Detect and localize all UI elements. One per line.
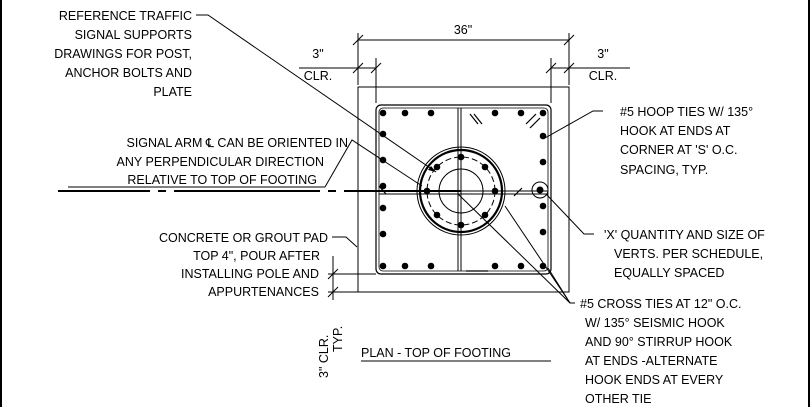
svg-text:HOOK AT ENDS AT: HOOK AT ENDS AT [620,124,731,138]
rebar-dot [379,262,387,270]
signal-arm-note: SIGNAL ARM ℄ CAN BE ORIENTED IN ANY PERP… [117,136,348,187]
svg-text:CORNER AT 'S' O.C.: CORNER AT 'S' O.C. [620,143,738,157]
rebar-dot [379,230,387,238]
svg-text:'X' QUANTITY AND SIZE OF: 'X' QUANTITY AND SIZE OF [604,228,765,242]
rebar-dot [379,109,387,117]
svg-text:PLATE: PLATE [153,85,192,99]
dimension-36: 36" [454,23,472,37]
rebar-dot [491,109,499,117]
rebar-dot [539,158,547,166]
svg-text:#5 CROSS TIES AT 12" O.C.: #5 CROSS TIES AT 12" O.C. [580,297,741,311]
vertical-rebar-bars [379,109,547,270]
rebar-dot [379,204,387,212]
concrete-pad-note: CONCRETE OR GROUT PAD TOP 4", POUR AFTER… [159,231,328,299]
cross-tie-vertical-hooks [466,113,488,272]
rebar-dot [539,132,547,140]
rebar-dot [539,109,547,117]
dimension-clear-bottom [327,256,376,300]
clear-left-label: CLR. [304,69,332,83]
drawing-title: PLAN - TOP OF FOOTING [361,346,511,360]
rebar-dot [379,130,387,138]
svg-text:DRAWINGS FOR POST,: DRAWINGS FOR POST, [54,47,192,61]
svg-text:OTHER TIE: OTHER TIE [585,392,651,406]
dimension-clear-left [299,58,382,103]
hoop-ties-note: #5 HOOP TIES W/ 135° HOOK AT ENDS AT COR… [620,105,753,177]
clear-left-value: 3" [312,47,323,61]
clear-bottom-label: TYP. [331,326,345,352]
arrowhead [428,166,436,172]
callout-vert-circle [531,181,549,199]
svg-text:AND 90° STIRRUP HOOK: AND 90° STIRRUP HOOK [585,335,733,349]
clear-right-label: CLR. [589,69,617,83]
svg-text:RELATIVE TO TOP OF FOOTING: RELATIVE TO TOP OF FOOTING [127,173,317,187]
svg-text:REFERENCE TRAFFIC: REFERENCE TRAFFIC [59,9,192,23]
svg-text:EQUALLY SPACED: EQUALLY SPACED [614,266,724,280]
rebar-dot [401,109,409,117]
reference-note: REFERENCE TRAFFIC SIGNAL SUPPORTS DRAWIN… [54,9,192,99]
clear-bottom-value: 3" CLR. [317,335,331,378]
svg-text:HOOK ENDS AT EVERY: HOOK ENDS AT EVERY [585,373,724,387]
hoop-tie [375,104,552,275]
clear-right-value: 3" [597,47,608,61]
svg-text:ANY PERPENDICULAR DIRECTION: ANY PERPENDICULAR DIRECTION [117,155,324,169]
dimension-overall [352,33,575,85]
rebar-dot [517,109,525,117]
svg-text:INSTALLING POLE AND: INSTALLING POLE AND [181,267,319,281]
cross-ties-note: #5 CROSS TIES AT 12" O.C. W/ 135° SEISMI… [580,297,741,406]
svg-text:SIGNAL SUPPORTS: SIGNAL SUPPORTS [75,28,192,42]
rebar-dot [491,262,499,270]
rebar-dot [427,109,435,117]
svg-text:#5 HOOP TIES W/ 135°: #5 HOOP TIES W/ 135° [620,105,753,119]
rebar-dot [379,182,387,190]
svg-text:SPACING, TYP.: SPACING, TYP. [620,163,708,177]
callout-vert-dot [536,186,544,194]
rebar-dot [539,202,547,210]
svg-text:APPURTENANCES: APPURTENANCES [208,285,319,299]
svg-text:ANCHOR BOLTS AND: ANCHOR BOLTS AND [65,66,192,80]
svg-text:VERTS. PER SCHEDULE,: VERTS. PER SCHEDULE, [614,247,763,261]
svg-text:SIGNAL ARM ℄ CAN BE ORIENTED I: SIGNAL ARM ℄ CAN BE ORIENTED IN [127,136,349,150]
rebar-dot [539,228,547,236]
rebar-dot [427,262,435,270]
rebar-dot [401,262,409,270]
svg-text:CONCRETE OR GROUT PAD: CONCRETE OR GROUT PAD [159,231,328,245]
svg-text:AT ENDS -ALTERNATE: AT ENDS -ALTERNATE [585,354,717,368]
cross-tie-vertical [457,108,462,271]
rebar-dot [517,262,525,270]
verts-note: 'X' QUANTITY AND SIZE OF VERTS. PER SCHE… [604,228,765,280]
footing-outline [357,86,570,293]
svg-text:W/ 135° SEISMIC HOOK: W/ 135° SEISMIC HOOK [585,316,725,330]
svg-text:TOP 4", POUR AFTER: TOP 4", POUR AFTER [193,249,320,263]
dimension-clear-right [545,58,630,103]
leader-lines [68,14,603,304]
